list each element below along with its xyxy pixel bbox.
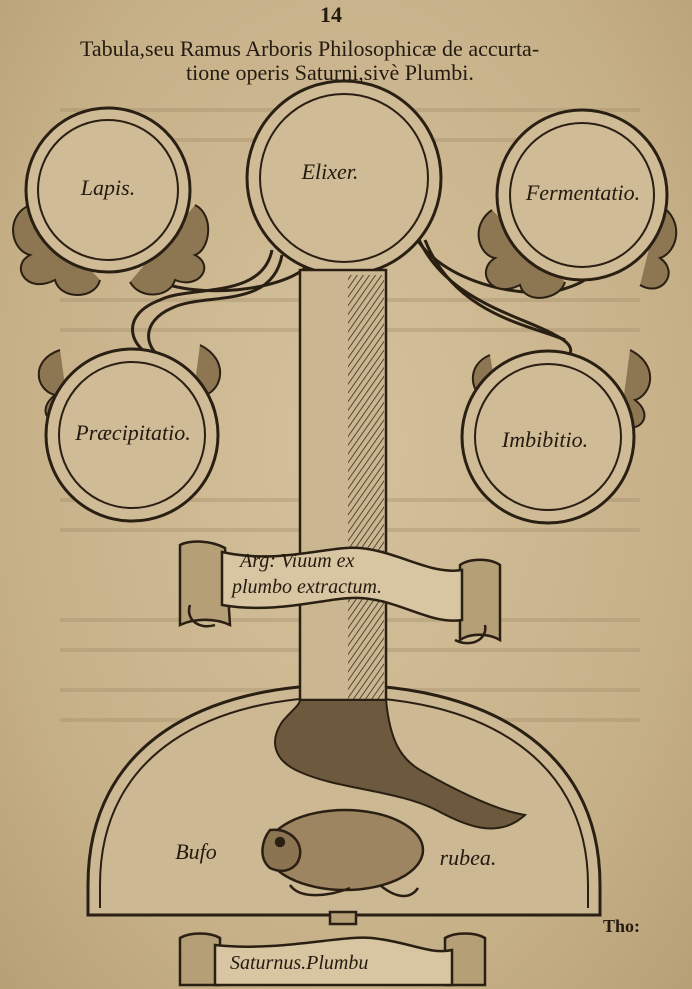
label-saturnus-plumbum: Saturnus.Plumbu xyxy=(230,952,369,974)
page-number: 14 xyxy=(320,2,342,27)
label-rubea: rubea. xyxy=(439,845,497,870)
title-line-1: Tabula,seu Ramus Arboris Philosophicæ de… xyxy=(80,36,540,61)
medallion-lapis xyxy=(24,106,192,274)
label-imbibitio: Imbibitio. xyxy=(501,427,589,452)
base-scroll xyxy=(178,910,487,987)
medallion-imbibitio xyxy=(460,349,636,525)
label-elixer: Elixer. xyxy=(301,159,359,184)
medallion-praecipitatio xyxy=(44,347,220,523)
ribbon-scroll xyxy=(178,540,502,645)
label-lapis: Lapis. xyxy=(80,175,136,200)
label-fermentatio: Fermentatio. xyxy=(525,180,641,205)
toad-figure xyxy=(261,808,425,898)
label-bufo: Bufo xyxy=(175,839,217,864)
tree-trunk xyxy=(274,268,528,830)
medallion-elixer xyxy=(245,79,443,277)
medallion-fermentatio xyxy=(495,108,669,282)
scroll-line-1: Arg: Viuum ex xyxy=(240,550,355,572)
scroll-line-2: plumbo extractum. xyxy=(232,576,382,598)
label-praecipitatio: Præcipitatio. xyxy=(75,420,191,445)
catchword: Tho: xyxy=(603,916,641,936)
title-line-2: tione operis Saturni,sivè Plumbi. xyxy=(186,60,474,85)
